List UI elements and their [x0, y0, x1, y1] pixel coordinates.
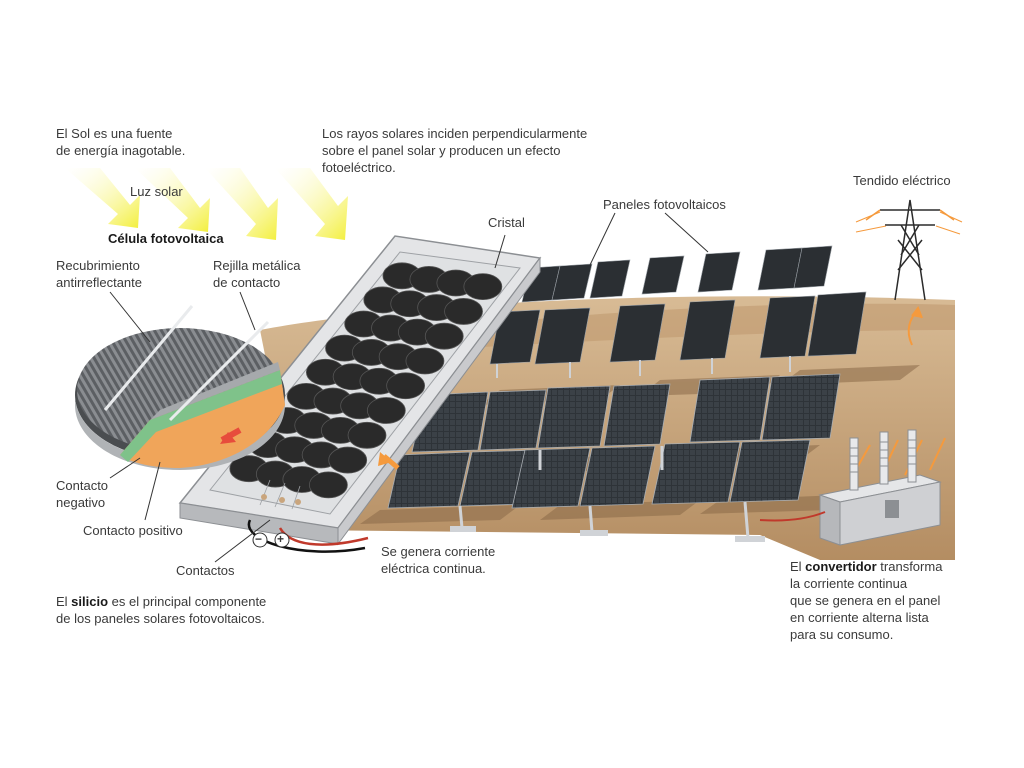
leader-lines [109, 212, 709, 563]
sunlight-label: Luz solar [130, 184, 183, 199]
panel-cell [347, 421, 387, 449]
positive-contact-label: Contacto positivo [83, 523, 183, 538]
minus-sign: − [255, 532, 263, 546]
contacts-label: Contactos [176, 563, 235, 578]
sun-source-label: El Sol es una fuente de energía inagotab… [56, 126, 186, 158]
panel-cell [309, 471, 348, 499]
glass-label: Cristal [488, 215, 525, 230]
sun-rays [65, 168, 348, 240]
panel-cell [386, 372, 426, 400]
power-tower [855, 199, 963, 301]
converter-box [759, 429, 942, 546]
contact-wires [247, 519, 369, 553]
panel-cell [463, 273, 503, 301]
pv-panels-label: Paneles fotovoltaicos [603, 197, 726, 212]
antireflective-label: Recubrimiento antirreflectante [56, 258, 142, 290]
panel-cell [444, 298, 483, 325]
metal-grid-label: Rejilla metálica de contacto [213, 258, 301, 290]
pv-cell-label: Célula fotovoltaica [108, 231, 224, 246]
pv-panel-rows-back [489, 245, 867, 378]
pv-cell-cross-section [75, 305, 285, 470]
rays-label: Los rayos solares inciden perpendicularm… [322, 126, 588, 175]
panel-cell [366, 397, 406, 424]
panel-cell [424, 322, 464, 350]
negative-contact-label: Contacto negativo [56, 478, 109, 510]
main-solar-panel [178, 235, 542, 546]
panel-cell [405, 347, 445, 375]
silicon-label: El silicio es el principal componente de… [56, 594, 267, 626]
incidence-arrow [378, 452, 400, 470]
panel-cell [328, 446, 368, 474]
power-line-label: Tendido eléctrico [853, 173, 951, 188]
converter-label: El convertidor transforma la corriente c… [790, 559, 943, 642]
plus-sign: + [277, 532, 285, 546]
dc-current-label: Se genera corriente eléctrica continua. [381, 544, 496, 576]
